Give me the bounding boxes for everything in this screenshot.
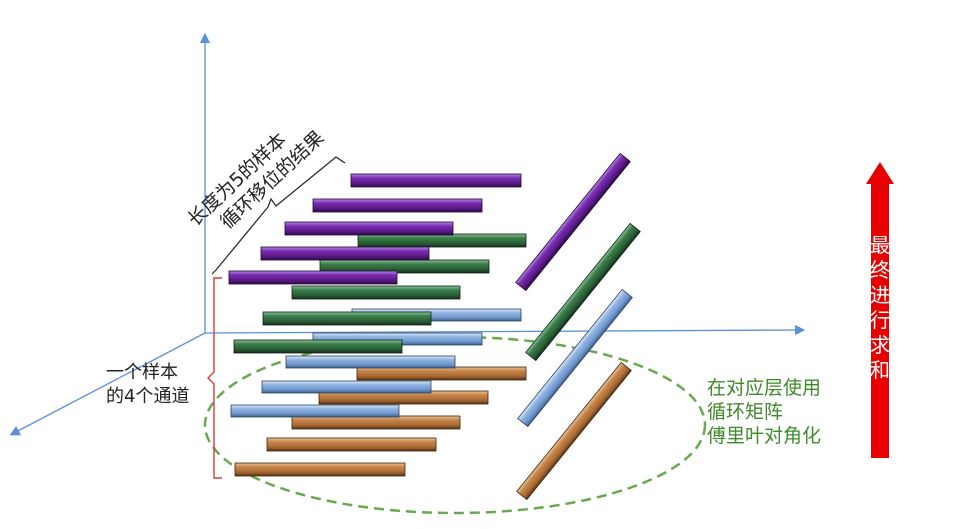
bar-brown xyxy=(291,415,461,430)
purple-bars xyxy=(228,173,522,285)
bar-brown xyxy=(356,366,527,381)
diagonal-bar-purple xyxy=(515,152,631,292)
bar-green xyxy=(233,339,403,354)
axes xyxy=(9,32,806,436)
bar-blue xyxy=(230,404,400,418)
bar-brown xyxy=(266,437,437,452)
channel-label: 一个样本 的4个通道 xyxy=(106,361,189,409)
dashed-ellipse xyxy=(203,335,707,515)
z-axis xyxy=(9,332,206,436)
sum-arrow xyxy=(866,162,894,458)
diagonal-bar-brown xyxy=(516,361,632,501)
channel-label-line1: 一个样本 xyxy=(106,362,178,383)
sum-arrow-char: 最 xyxy=(870,233,890,257)
sum-arrow-char: 进 xyxy=(870,283,890,307)
green-bars xyxy=(233,233,527,354)
top-brace xyxy=(211,156,346,275)
diagonal-bar-blue xyxy=(517,288,633,428)
left-bracket xyxy=(207,277,222,479)
bars-stack xyxy=(228,173,527,477)
fourier-label-line1: 在对应层使用 xyxy=(707,377,822,399)
sum-arrow-text: 最 终 进 行 求 和 xyxy=(868,233,892,383)
bar-brown xyxy=(234,462,406,477)
blue-bars xyxy=(230,308,522,418)
sum-arrow-shape xyxy=(866,162,894,458)
channel-label-line2: 的4个通道 xyxy=(106,386,190,407)
fourier-label-line2: 循环矩阵 xyxy=(707,401,784,423)
sum-arrow-char: 终 xyxy=(870,258,890,282)
bar-purple xyxy=(312,198,483,213)
sum-arrow-char: 行 xyxy=(870,308,890,332)
diagonal-bars xyxy=(515,152,641,501)
bar-purple xyxy=(350,173,522,188)
bar-green xyxy=(357,233,527,248)
diagonal-bar-green xyxy=(525,222,641,362)
x-axis xyxy=(204,324,806,336)
bar-blue xyxy=(261,380,432,394)
bar-purple xyxy=(228,270,398,285)
bar-purple xyxy=(260,246,430,261)
sum-arrow-char: 求 xyxy=(870,333,890,357)
sum-arrow-char: 和 xyxy=(870,358,890,382)
bar-purple xyxy=(284,221,454,236)
bar-green xyxy=(262,311,432,326)
bar-green xyxy=(291,285,461,300)
fourier-label: 在对应层使用 循环矩阵 傅里叶对角化 xyxy=(707,376,821,448)
bar-blue xyxy=(285,355,456,369)
fourier-label-line3: 傅里叶对角化 xyxy=(707,425,822,447)
